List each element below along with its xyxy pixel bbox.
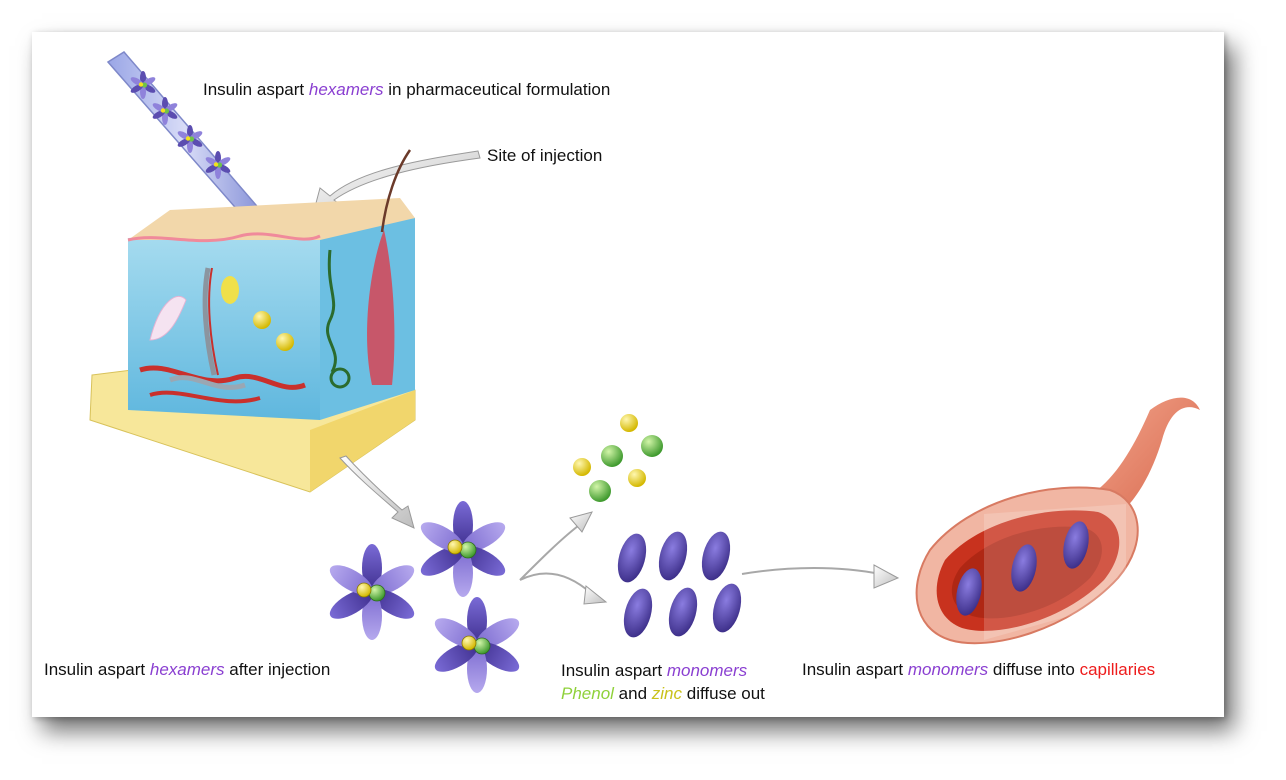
label-zinc: zinc xyxy=(651,684,683,703)
label-after-injection: Insulin aspart hexamers after injection xyxy=(44,660,330,680)
monomer-icon xyxy=(623,588,653,638)
syringe-icon xyxy=(106,51,268,226)
label-site-of-injection: Site of injection xyxy=(487,146,603,165)
label-text: diffuse out xyxy=(686,684,765,703)
label-text: Insulin aspart xyxy=(44,660,146,679)
monomer-group xyxy=(617,531,742,638)
capillary-icon xyxy=(915,397,1200,645)
monomer-icon xyxy=(701,531,731,581)
skin-to-hexamer-arrow xyxy=(339,455,415,529)
label-emphasis: monomers xyxy=(666,661,748,680)
hexamer-icon xyxy=(325,543,419,641)
label-text: Insulin aspart xyxy=(802,660,904,679)
label-text: in pharmaceutical formulation xyxy=(388,80,611,99)
label-capillaries: Insulin aspart monomers diffuse into cap… xyxy=(802,660,1155,680)
phenol-zinc-particles xyxy=(573,414,663,502)
label-text: Insulin aspart xyxy=(203,80,305,99)
label-monomers: Insulin aspart monomers xyxy=(561,661,747,681)
label-emphasis: hexamers xyxy=(308,80,384,99)
label-phenol: Phenol xyxy=(561,684,614,703)
to-capillary-arrow xyxy=(741,564,900,589)
phenol-icon xyxy=(601,445,623,467)
zinc-icon xyxy=(573,458,591,476)
monomer-icon xyxy=(617,533,647,583)
monomer-icon xyxy=(1063,521,1089,569)
label-text: diffuse into xyxy=(992,660,1075,679)
hexamer-icon xyxy=(416,500,510,598)
phenol-icon xyxy=(641,435,663,457)
zinc-icon xyxy=(628,469,646,487)
skin-cross-section xyxy=(89,149,416,493)
dissociation-arrow xyxy=(519,511,608,605)
monomer-icon xyxy=(668,587,698,637)
label-emphasis: monomers xyxy=(907,660,989,679)
label-diffuse-out: Phenol and zinc diffuse out xyxy=(561,684,765,704)
label-text: Insulin aspart xyxy=(561,661,663,680)
zinc-icon xyxy=(620,414,638,432)
phenol-icon xyxy=(589,480,611,502)
label-text: after injection xyxy=(229,660,331,679)
hexamer-icon xyxy=(430,596,524,694)
label-emphasis: hexamers xyxy=(149,660,225,679)
label-capillaries-word: capillaries xyxy=(1079,660,1156,679)
monomer-icon xyxy=(1011,544,1037,592)
label-text: and xyxy=(618,684,648,703)
monomer-icon xyxy=(956,568,982,616)
monomer-icon xyxy=(658,531,688,581)
label-formulation: Insulin aspart hexamers in pharmaceutica… xyxy=(203,80,610,100)
monomer-icon xyxy=(712,583,742,633)
hexamer-cluster xyxy=(325,500,524,694)
